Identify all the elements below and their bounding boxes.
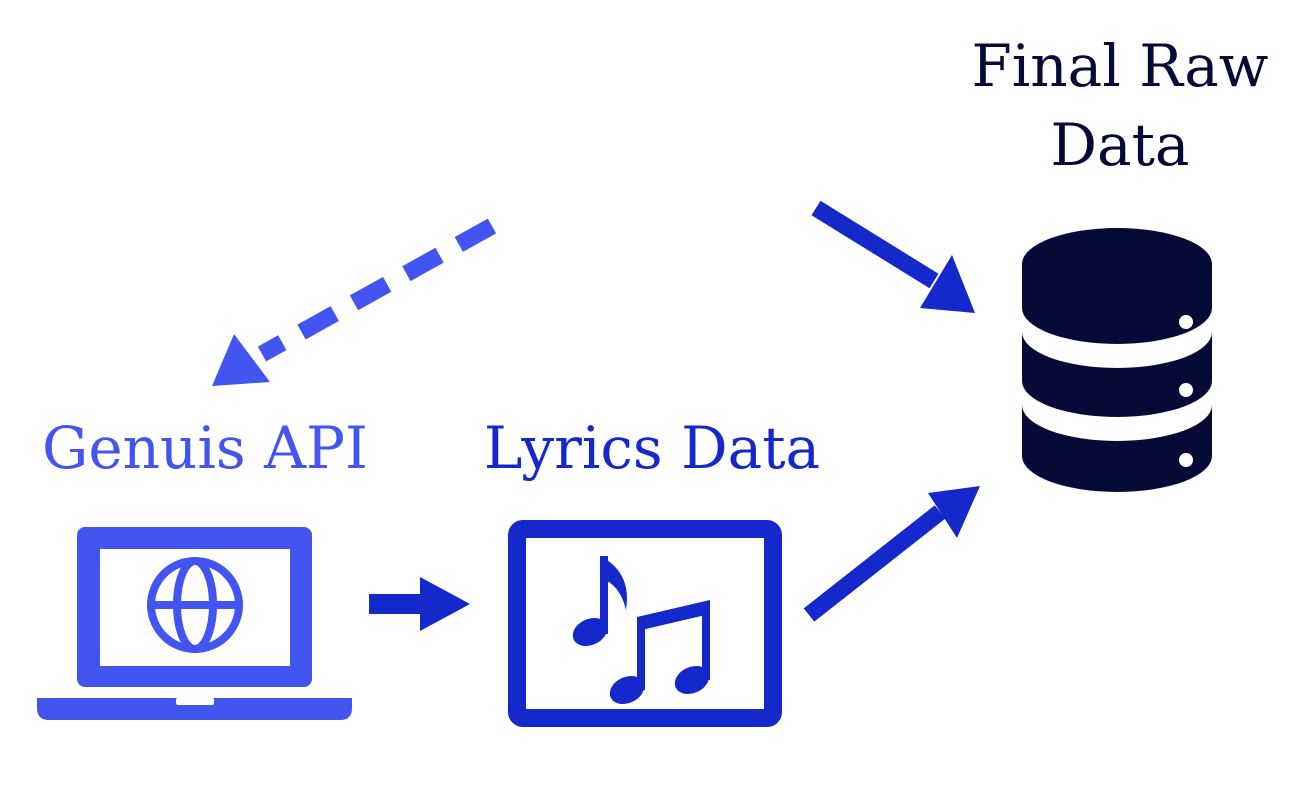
eighth-note-icon xyxy=(572,556,627,647)
lyrics-data-label: Lyrics Data xyxy=(484,414,820,482)
final-raw-data-label-line1: Final Raw xyxy=(972,32,1269,100)
globe-icon xyxy=(147,557,243,653)
beamed-notes-icon xyxy=(609,600,710,705)
arrow-lyrics-to-final-raw-data xyxy=(803,486,980,622)
database-indicator-dot xyxy=(1179,453,1193,467)
arrow-to-final-raw-data-top xyxy=(811,200,975,313)
database-indicator-dot xyxy=(1179,383,1193,397)
laptop-globe-icon xyxy=(37,527,352,720)
dashed-arrow-to-genius-api xyxy=(212,218,497,386)
final-raw-data-label-line2: Data xyxy=(1051,111,1190,179)
music-notes-frame-icon xyxy=(508,520,782,727)
genius-api-label: Genuis API xyxy=(42,414,368,482)
arrow-genius-to-lyrics xyxy=(369,577,470,631)
database-icon xyxy=(1022,228,1212,492)
database-indicator-dot xyxy=(1179,315,1193,329)
